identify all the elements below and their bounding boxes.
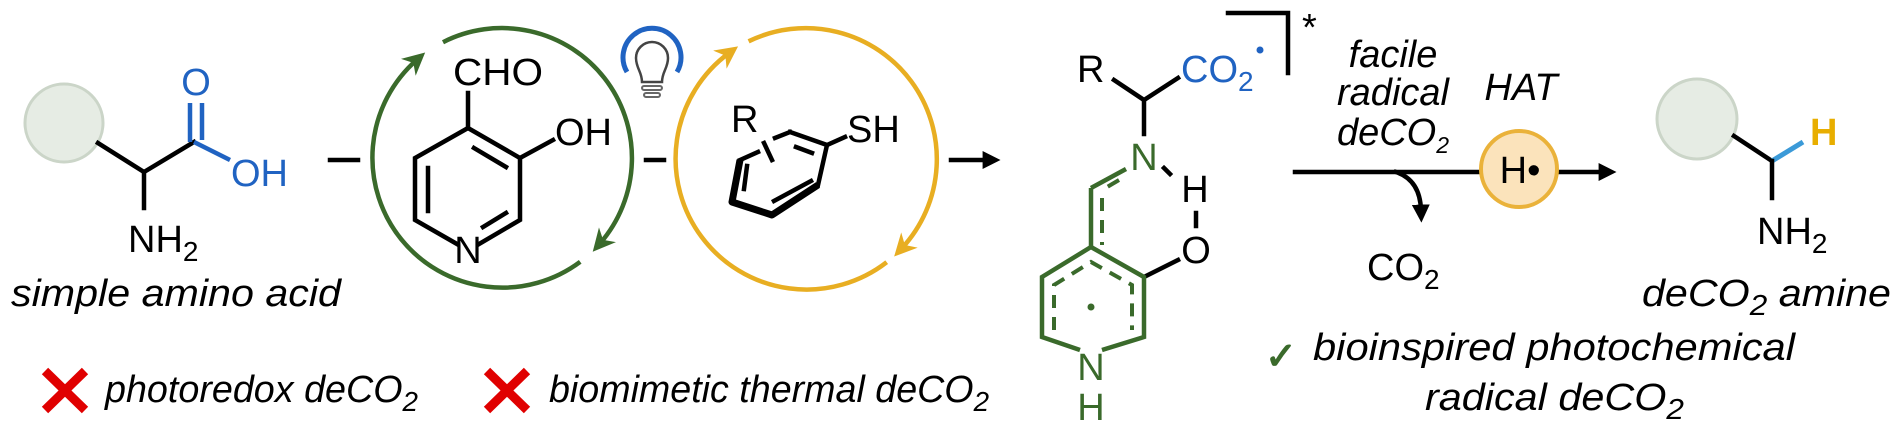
subscript: 2 [1812, 228, 1828, 259]
note-text: photoredox deCO [104, 369, 403, 411]
side-chain-circle [1655, 77, 1739, 161]
carboxyl-radical-label: CO2 [1181, 49, 1254, 97]
bond [772, 129, 793, 141]
hydrogen-atom-circle [1479, 129, 1559, 209]
lightbulb-icon [620, 25, 684, 98]
intermediate-structure: R CO2 * N H O N H [1039, 7, 1317, 429]
oxygen-label: O [181, 62, 211, 104]
biomimetic-thermal-note: biomimetic thermal deCO2 [549, 369, 989, 417]
radical-dot [1256, 46, 1264, 54]
comparison-notes: photoredox deCO2 biomimetic thermal deCO… [41, 327, 1797, 426]
amino-acid-caption: simple amino acid [11, 273, 343, 315]
delocalized-bond [1100, 178, 1121, 192]
bond [516, 136, 557, 162]
cycle-arrow [747, 25, 940, 257]
hydroxyl-bond [192, 139, 232, 163]
new-hydrogen-label: H [1810, 112, 1837, 154]
cycle-arrow [370, 52, 582, 290]
radical-dot [1087, 303, 1095, 311]
bond [1730, 132, 1776, 165]
step-label-deco2: deCO2 [1337, 112, 1449, 158]
step-label-radical: radical [1337, 72, 1450, 114]
bond [1089, 167, 1128, 190]
hydrogen-radical-label: H• [1500, 150, 1541, 192]
cycle-arrow [441, 25, 635, 252]
amine-nh: NH [128, 219, 183, 261]
double-bond [470, 144, 510, 171]
note-text: biomimetic thermal deCO [549, 369, 974, 411]
double-bond [741, 163, 750, 192]
check-icon: ✓ [1265, 336, 1297, 378]
note-text: radical deCO [1425, 377, 1666, 419]
subscript: 2 [1424, 264, 1440, 295]
oxygen-label: O [1181, 230, 1211, 272]
r-bond [761, 140, 775, 163]
bioinspired-note-line1: bioinspired photochemical [1313, 327, 1797, 369]
delocalized-ring [1052, 259, 1134, 330]
aldehyde-label: CHO [453, 52, 543, 94]
bond [94, 138, 198, 175]
caption-amine: amine [1767, 273, 1891, 315]
hydrogen-label: H [1181, 169, 1208, 211]
double-bond [793, 144, 815, 156]
deco-text: deCO [1337, 112, 1436, 154]
r-group-label: R [1077, 49, 1104, 91]
pyridine-nitrogen: N [454, 230, 481, 272]
subscript: 2 [1665, 394, 1684, 426]
hydrogen-bond [1160, 164, 1174, 178]
benzene-ring-front [728, 159, 820, 219]
subscript: 2 [402, 386, 419, 417]
double-bond [770, 177, 815, 205]
amine-label: NH2 [128, 219, 198, 267]
decarboxylation-step: facile radical deCO2 HAT H• CO2 [1292, 34, 1617, 295]
hydroxyl-label: OH [555, 112, 612, 154]
subscript: 2 [1435, 132, 1449, 158]
ring-hydrogen: H [1077, 387, 1104, 429]
hydroxyl-label: OH [231, 153, 288, 195]
bond [737, 149, 761, 163]
r-group-label: R [731, 99, 758, 141]
hat-label: HAT [1484, 67, 1560, 109]
bond [824, 134, 848, 148]
cross-icon [483, 367, 531, 414]
subscript: 2 [1238, 66, 1254, 97]
excited-state-bracket [1225, 10, 1291, 76]
ring-nitrogen: N [1077, 347, 1104, 389]
thiol-catalyst-cycle: R SH [673, 25, 940, 292]
co2-release-arrow [1393, 169, 1430, 223]
imine-nitrogen: N [1130, 137, 1157, 179]
side-chain-circle [23, 82, 105, 164]
co2-byproduct: CO2 [1367, 247, 1440, 295]
amine-label: NH2 [1757, 211, 1827, 259]
cross-icon [41, 367, 89, 414]
excited-state-star: * [1302, 7, 1317, 49]
cycle-arrow [673, 46, 889, 292]
amino-acid-structure: O OH NH2 simple amino acid [11, 62, 343, 315]
pyridoxal-catalyst-cycle: CHO OH N [370, 25, 635, 290]
photoredox-note: photoredox deCO2 [104, 369, 418, 417]
subscript: 2 [183, 236, 199, 267]
step-label-facile: facile [1349, 34, 1438, 76]
pyridine-ring [412, 125, 523, 248]
dihydropyridine-ring [1039, 244, 1147, 353]
caption-deco: deCO [1642, 273, 1750, 315]
bond [1140, 256, 1182, 281]
bond [1110, 74, 1182, 103]
subscript: 2 [1749, 290, 1768, 322]
benzene-ring [787, 129, 830, 188]
subscript: 2 [973, 386, 990, 417]
double-bond [479, 209, 510, 231]
co-text: CO [1367, 247, 1424, 289]
new-ch-bond [1770, 139, 1805, 164]
carboxyl-co: CO [1181, 49, 1238, 91]
amine-nh: NH [1757, 211, 1812, 253]
thiol-label: SH [847, 109, 900, 151]
